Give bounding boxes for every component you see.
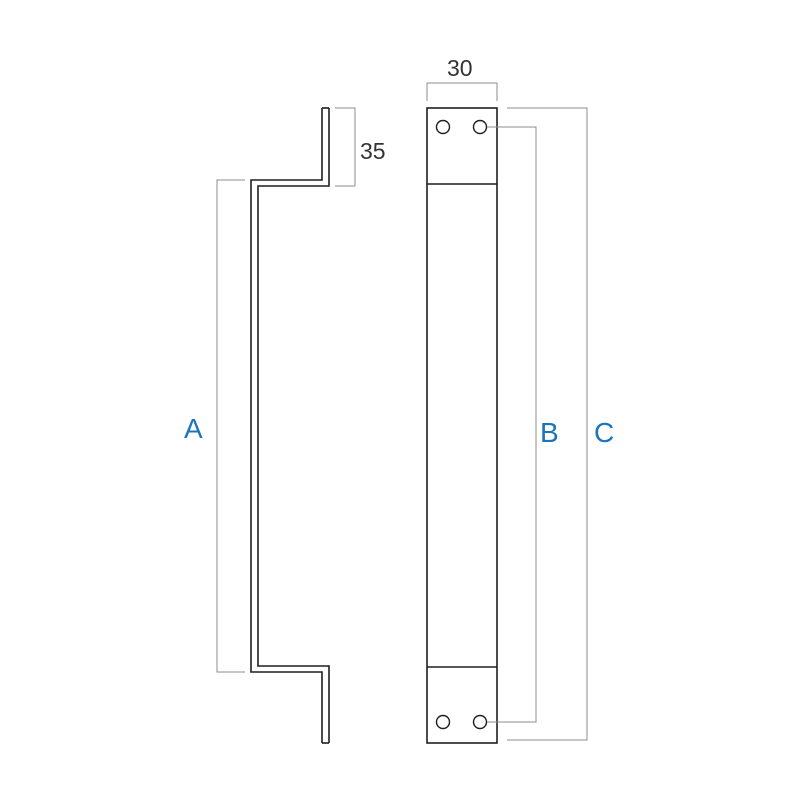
handle-front-view [426,107,498,744]
a-dimension: A [184,179,245,673]
bottom-left-screw-hole [435,714,451,730]
front-body [426,107,498,744]
offset-dimension-bracket [335,107,356,187]
b-dimension-bracket [487,126,537,723]
side-profile-outer [250,108,323,743]
offset-dimension-label: 35 [360,138,386,164]
a-dimension-bracket [216,179,245,673]
b-dimension-label: B [540,417,559,448]
c-dimension: C [507,107,614,741]
side-profile-inner [257,108,330,743]
b-dimension: B [487,126,559,723]
top-right-screw-hole [472,119,488,135]
width-dimension: 30 [426,55,498,101]
a-dimension-label: A [184,413,203,444]
width-dimension-bracket [426,82,498,101]
c-dimension-bracket [507,107,588,741]
bottom-right-screw-hole [472,714,488,730]
handle-side-view [250,107,330,744]
top-left-screw-hole [435,119,451,135]
c-dimension-label: C [594,417,614,448]
offset-dimension: 35 [335,107,386,187]
width-dimension-label: 30 [447,55,473,81]
